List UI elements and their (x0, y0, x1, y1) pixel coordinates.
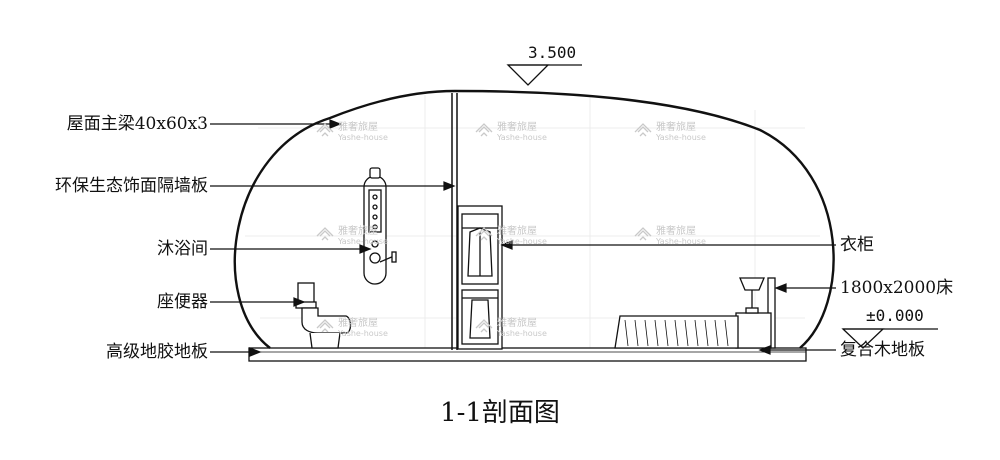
label-floor-left: 高级地胶地板 (106, 342, 208, 362)
watermark-en-text: Yashe-house (338, 329, 388, 338)
watermark-3: 雅奢旅屋 Yashe-house (634, 122, 706, 142)
label-toilet: 座便器 (157, 292, 208, 312)
watermark-logo-icon (475, 122, 493, 140)
watermark-2: 雅奢旅屋 Yashe-house (475, 122, 547, 142)
watermark-en-text: Yashe-house (656, 237, 706, 246)
watermark-4: 雅奢旅屋 Yashe-house (316, 226, 388, 246)
watermark-5: 雅奢旅屋 Yashe-house (475, 226, 547, 246)
background-grid (245, 95, 820, 348)
elevation-top-marker (506, 64, 582, 86)
watermark-logo-icon (316, 226, 334, 244)
outer-shell (233, 89, 835, 349)
watermark-en-text: Yashe-house (497, 237, 547, 246)
watermark-cn-text: 雅奢旅屋 (656, 226, 696, 237)
watermark-cn-text: 雅奢旅屋 (656, 122, 696, 133)
watermark-6: 雅奢旅屋 Yashe-house (634, 226, 706, 246)
watermark-8: 雅奢旅屋 Yashe-house (475, 318, 547, 338)
shower-panel (363, 167, 397, 285)
elevation-floor-marker (841, 328, 938, 349)
watermark-logo-icon (475, 318, 493, 336)
elevation-floor-value: ±0.000 (866, 306, 924, 325)
watermark-en-text: Yashe-house (338, 237, 388, 246)
watermark-logo-icon (316, 318, 334, 336)
watermark-7: 雅奢旅屋 Yashe-house (316, 318, 388, 338)
watermark-1: 雅奢旅屋 Yashe-house (316, 122, 388, 142)
watermark-cn-text: 雅奢旅屋 (497, 122, 537, 133)
watermark-en-text: Yashe-house (497, 329, 547, 338)
watermark-cn-text: 雅奢旅屋 (338, 226, 378, 237)
label-wardrobe: 衣柜 (840, 235, 874, 255)
watermark-en-text: Yashe-house (497, 133, 547, 142)
watermark-cn-text: 雅奢旅屋 (497, 318, 537, 329)
watermark-logo-icon (475, 226, 493, 244)
leader-lines-left (210, 119, 456, 357)
drawing-caption: 1-1剖面图 (440, 398, 560, 428)
toilet-drawing (295, 282, 352, 349)
bed-drawing (614, 277, 776, 349)
partition-wall (451, 93, 458, 350)
label-bed: 1800x2000床 (840, 278, 954, 298)
leader-lines-right (500, 240, 836, 355)
label-shower: 沐浴间 (157, 239, 208, 259)
watermark-logo-icon (316, 122, 334, 140)
watermark-logo-icon (634, 226, 652, 244)
floor-slab (248, 347, 807, 362)
watermark-en-text: Yashe-house (338, 133, 388, 142)
elevation-top-value: 3.500 (528, 43, 577, 62)
label-roof-beam: 屋面主梁40x60x3 (66, 114, 208, 134)
watermark-cn-text: 雅奢旅屋 (497, 226, 537, 237)
watermark-logo-icon (634, 122, 652, 140)
watermark-cn-text: 雅奢旅屋 (338, 318, 378, 329)
label-floor-right: 复合木地板 (840, 340, 925, 360)
wardrobe-drawing (457, 205, 503, 350)
label-partition: 环保生态饰面隔墙板 (55, 176, 208, 196)
watermark-cn-text: 雅奢旅屋 (338, 122, 378, 133)
watermark-en-text: Yashe-house (656, 133, 706, 142)
